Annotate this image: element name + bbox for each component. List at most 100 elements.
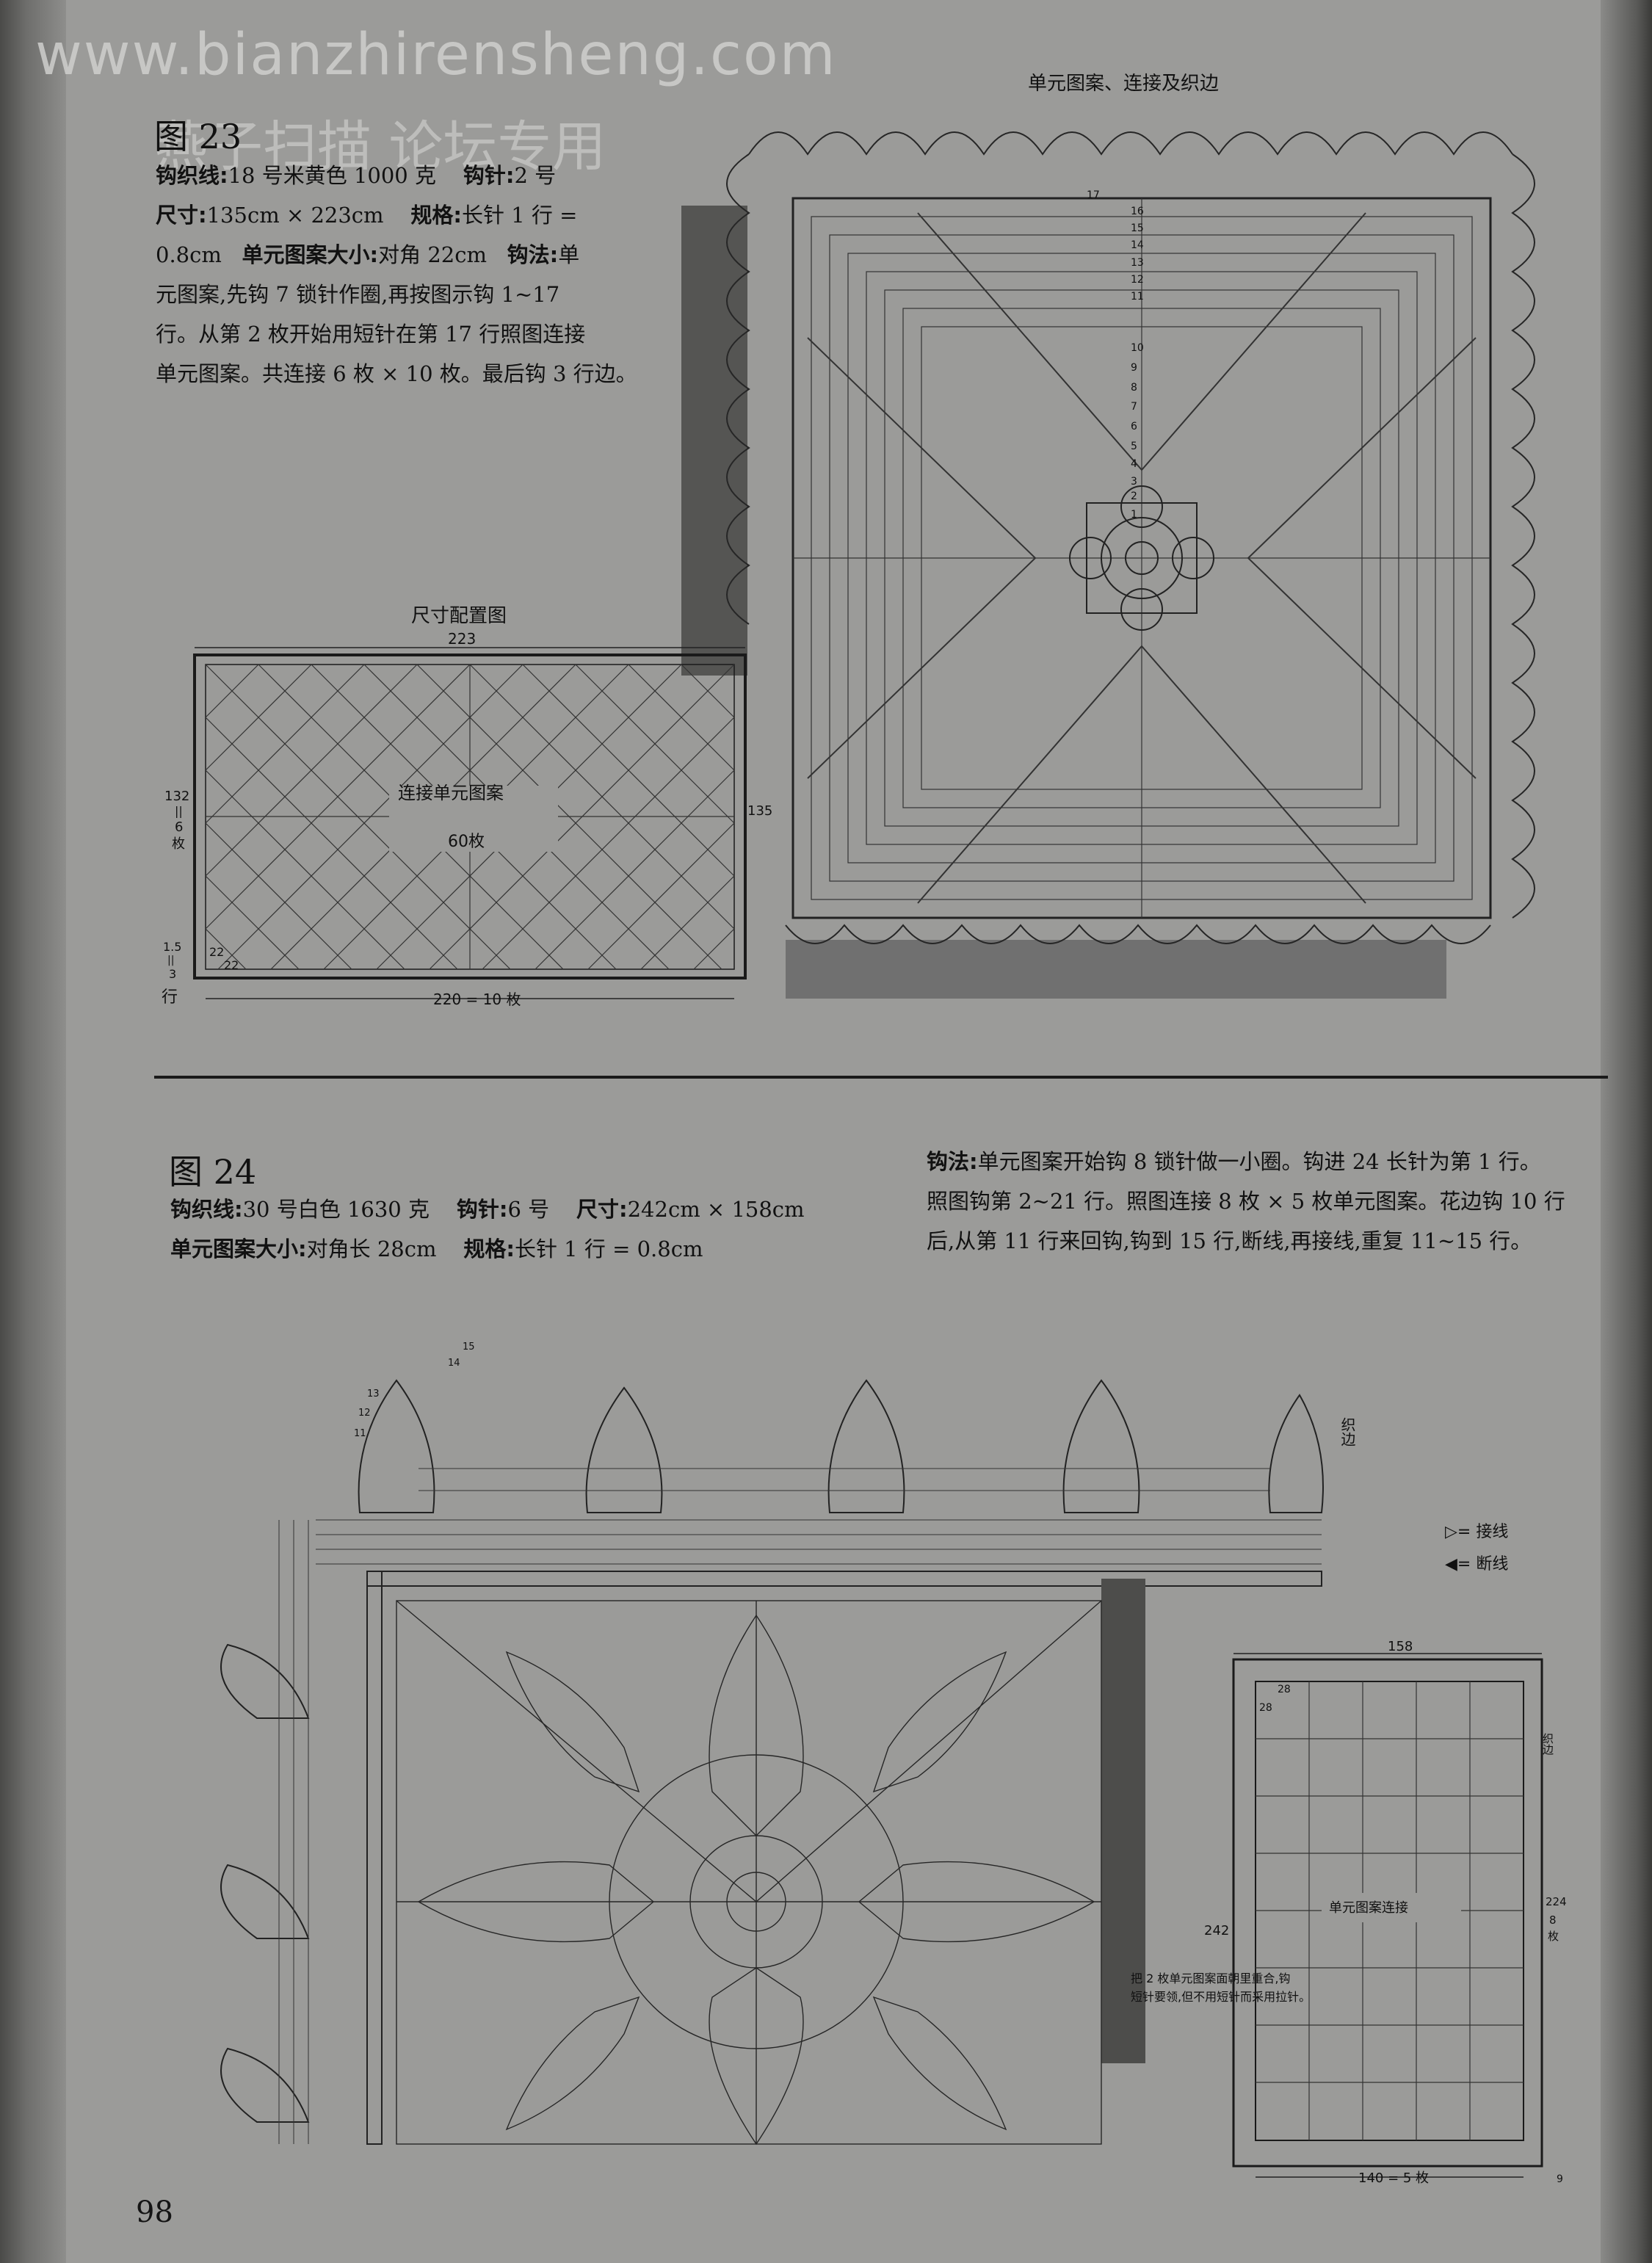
size-corner-b: 22 (224, 958, 239, 972)
size-right-135: 135 (747, 803, 772, 819)
fig23-row-numbers: 16 17 15 14 13 12 11 10 9 8 7 6 5 4 3 2 … (1087, 189, 1144, 521)
value: 135cm × 223cm (206, 203, 384, 228)
fig24-join-strip (1101, 1579, 1145, 2063)
value: 对角长 28cm (306, 1236, 437, 1261)
fig23-spec-line1: 钩织线:18 号米黄色 1000 克 钩针:2 号 (156, 156, 655, 195)
value: 2 号 (514, 163, 557, 188)
legend-join-text: = 接线 (1457, 1523, 1509, 1541)
size24-bottom-right: 9 (1557, 2173, 1563, 2185)
fig23-scallop-edging (726, 131, 1535, 944)
label: 钩织线: (156, 163, 228, 188)
label: 钩织线: (170, 1197, 243, 1222)
size-diagram-title: 尺寸配置图 (411, 605, 507, 627)
label: 尺寸: (156, 203, 207, 228)
value: 单元图案开始钩 8 锁针做一小圈。钩进 24 长针为第 1 行。 (977, 1149, 1541, 1174)
size-center-count: 60枚 (448, 833, 485, 851)
book-spine-shadow (0, 0, 66, 2263)
fig23-chart-title: 单元图案、连接及织边 (1028, 73, 1219, 95)
size-outer-rect (193, 653, 747, 980)
label: 单元图案大小: (170, 1236, 307, 1261)
row-number: 1 (1131, 509, 1137, 521)
legend-join: ▷= 接线 (1445, 1518, 1508, 1542)
row-number: 2 (1131, 490, 1137, 502)
size-left-sep2: || (167, 955, 174, 966)
page-edge-shadow (1601, 0, 1652, 2263)
fig24-join-note-1: 把 2 枚单元图案面朝里重合,钩 (1131, 1971, 1290, 1985)
fig24-spec: 钩织线:30 号白色 1630 克 钩针:6 号 尺寸:242cm × 158c… (170, 1190, 831, 1269)
value: 242cm × 158cm (627, 1197, 805, 1222)
fig23-spec-line2: 尺寸:135cm × 223cm 规格:长针 1 行 = (156, 195, 655, 235)
size-center-label: 连接单元图案 (398, 783, 504, 803)
fig24-crochet-chart: 15 14 13 12 11 织边 把 2 枚单元图案面朝里重合,钩 短针要领,… (220, 1341, 1356, 2146)
fig24-method-line2: 照图钩第 2~21 行。照图连接 8 枚 × 5 枚单元图案。花边钩 10 行 (927, 1189, 1565, 1214)
size-left-hang: 行 (162, 988, 178, 1007)
fig24-mesh-edge (278, 1468, 1322, 2144)
fig24-inner-border-left (366, 1571, 383, 2145)
row-number: 13 (367, 1388, 380, 1400)
size24-bottom: 140 = 5 枚 (1358, 2170, 1429, 2186)
size-left-6: 6 (175, 819, 183, 835)
size24-right-224: 224 (1546, 1895, 1567, 1908)
row-number: 5 (1131, 441, 1137, 452)
value: 长针 1 行 = 0.8cm (514, 1236, 703, 1261)
size24-corner-b: 28 (1259, 1702, 1272, 1714)
size24-top: 158 (1388, 1639, 1413, 1654)
fig23-spec-line3: 0.8cm 单元图案大小:对角 22cm 钩法:单 (156, 235, 655, 275)
page-number: 98 (136, 2195, 173, 2229)
legend-break: ◀= 断线 (1445, 1551, 1508, 1574)
row-number: 4 (1131, 458, 1137, 470)
fig24-method-line1: 钩法:单元图案开始钩 8 锁针做一小圈。钩进 24 长针为第 1 行。 (927, 1142, 1609, 1181)
row-number: 11 (354, 1428, 366, 1439)
label: 钩针: (456, 1197, 508, 1222)
fig24-size-diagram: 158 单元图案连接 28 28 242 织边 224 8 枚 140 = 5 … (1204, 1639, 1567, 2186)
size-left-1.5: 1.5 (163, 940, 181, 954)
row-number: 17 (1087, 189, 1100, 201)
size24-left: 242 (1204, 1923, 1229, 1938)
label: 规格: (410, 203, 463, 228)
row-number: 14 (448, 1358, 460, 1369)
fig24-method: 钩法:单元图案开始钩 8 锁针做一小圈。钩进 24 长针为第 1 行。 照图钩第… (927, 1142, 1609, 1261)
size-left-132: 132 (164, 789, 189, 804)
fig23-size-diagram: 尺寸配置图 223 连接单元图案 60枚 132 || 6 枚 135 22 2… (162, 605, 772, 1008)
size24-right-8: 8 (1549, 1913, 1557, 1927)
row-number: 11 (1131, 291, 1144, 303)
row-number: 8 (1131, 382, 1137, 394)
row-number: 12 (358, 1408, 371, 1419)
row-number: 12 (1131, 274, 1144, 286)
value: 18 号米黄色 1000 克 (228, 163, 436, 188)
value: 对角 22cm (378, 242, 488, 267)
size24-right-mei: 枚 (1548, 1930, 1559, 1943)
fig24-method-line3: 后,从第 11 行来回钩,钩到 15 行,断线,再接线,重复 11~15 行。 (927, 1228, 1532, 1253)
join-arrow-icon: ▷ (1445, 1523, 1457, 1541)
size-left-3: 3 (169, 967, 176, 981)
size24-center: 单元图案连接 (1329, 1900, 1408, 1916)
fig23-spec-line4: 元图案,先钩 7 锁针作圈,再按图示钩 1~17 (156, 282, 560, 307)
fig23-spec-line5: 行。从第 2 枚开始用短针在第 17 行照图连接 (156, 322, 586, 347)
value: 6 号 (507, 1197, 550, 1222)
value: 30 号白色 1630 克 (242, 1197, 430, 1222)
fig23-center-flower (1069, 485, 1214, 631)
value: 0.8cm (156, 242, 222, 267)
label: 尺寸: (576, 1197, 628, 1222)
size24-outer-rect (1232, 1658, 1543, 2168)
fig23-spec: 钩织线:18 号米黄色 1000 克 钩针:2 号 尺寸:135cm × 223… (156, 156, 655, 394)
fig24-inner-border (366, 1571, 1322, 1587)
size-left-mei: 枚 (172, 836, 185, 852)
watermark-forum: 燕子扫描 论坛专用 (154, 115, 606, 178)
size-left-sep: || (175, 804, 183, 818)
fig24-title: 图 24 (169, 1152, 257, 1192)
section-divider (154, 1076, 1608, 1079)
size24-right-edge: 织边 (1541, 1733, 1554, 1756)
value: 单 (558, 242, 580, 267)
row-number: 13 (1131, 257, 1144, 269)
fig23-spec-line6: 单元图案。共连接 6 枚 × 10 枚。最后钩 3 行边。 (156, 361, 637, 386)
size-top: 223 (448, 630, 476, 648)
watermark-url: www.bianzhirensheng.com (35, 22, 837, 88)
label: 规格: (463, 1236, 515, 1261)
fig23-title: 图 23 (154, 117, 242, 156)
fig24-edge-row-numbers: 15 14 13 12 11 (354, 1341, 475, 1439)
label: 单元图案大小: (242, 242, 379, 267)
row-number: 14 (1131, 239, 1144, 251)
fig24-spec-line1: 钩织线:30 号白色 1630 克 钩针:6 号 尺寸:242cm × 158c… (170, 1190, 831, 1229)
fig23-left-edge-strip (681, 206, 747, 676)
